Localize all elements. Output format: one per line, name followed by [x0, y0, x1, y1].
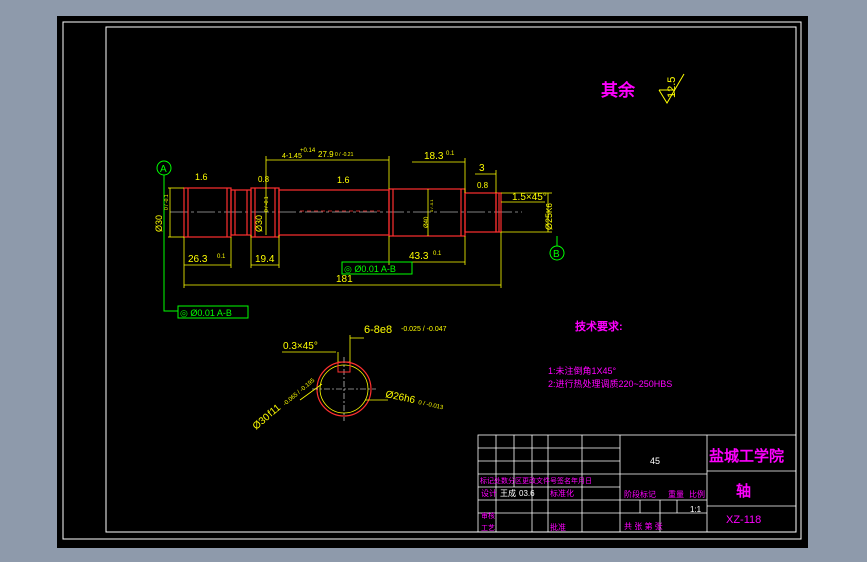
section-dia-inner: Ø26h6: [384, 389, 416, 406]
dim-right-b: 3: [479, 163, 485, 174]
tb-review: 审核: [481, 511, 495, 520]
tb-part-name: 轴: [736, 482, 751, 500]
section-keyway-tol: -0.025 / -0.047: [401, 326, 447, 333]
dim-chamfer-right: 1.5×45°: [512, 192, 547, 203]
title-block-grid: [477, 434, 797, 533]
dim-total: 181: [336, 274, 353, 285]
dim-top-small: 4-1.45: [282, 153, 302, 160]
geom-tol-left-leader: [163, 183, 178, 312]
geom-tol-left-frame: [177, 305, 249, 319]
geom-tol-left: ◎ Ø0.01 A-B: [180, 308, 232, 318]
tb-school: 盐城工学院: [709, 447, 784, 465]
dim-roughness-mid-b: 1.6: [337, 175, 350, 185]
tb-designer: 王成: [500, 488, 516, 498]
requirements-line2: 2:进行热处理调质220~250HBS: [548, 378, 672, 389]
tb-scale-label: 比例: [689, 489, 705, 499]
dim-b-len: 19.4: [255, 254, 275, 265]
tb-date: 03.6: [519, 489, 535, 498]
dim-left-len: 26.3: [188, 254, 208, 265]
geom-tol-center-frame: [341, 261, 413, 275]
dim-c-len-tol: 0.1: [433, 251, 442, 257]
section-view: [312, 357, 376, 421]
dim-right-a-tol: 0.1: [446, 151, 455, 157]
tb-sheets: 共 张 第 张: [624, 521, 663, 531]
tb-material: 45: [650, 456, 660, 466]
dim-dia-right: Ø25: [544, 213, 554, 230]
tb-process: 工艺: [481, 524, 495, 532]
dim-right-a: 18.3: [424, 151, 444, 162]
section-chamfer: 0.3×45°: [283, 341, 318, 352]
section-keyway: 6-8e8: [364, 324, 392, 336]
tb-standardize: 标准化: [550, 488, 574, 498]
shaft-outline: [183, 187, 502, 238]
roughness-symbol-icon: [658, 73, 685, 104]
section-leaders: [282, 335, 388, 401]
dim-roughness-mid-a: 0.8: [258, 175, 270, 184]
roughness-remaining-label: 其余: [601, 80, 636, 100]
dim-dia-left-tol: 0 / -0.1: [164, 194, 170, 210]
drawing-frame: [105, 26, 797, 533]
dim-roughness-right: 0.8: [477, 181, 489, 190]
dim-dia-right-tol: K6: [545, 203, 554, 213]
dimension-lines: [168, 156, 552, 288]
datum-a-label: A: [160, 164, 167, 175]
dim-top-tol: +0.14: [300, 148, 316, 154]
tb-approve: 批准: [550, 522, 566, 532]
dim-c-len: 43.3: [409, 251, 429, 262]
sheet-border: [62, 21, 802, 540]
dim-dia-mid: Ø30: [254, 215, 264, 232]
drawing-viewport: [57, 16, 808, 548]
geom-tol-center: ◎ Ø0.01 A-B: [344, 264, 396, 274]
roughness-remaining-value: 12.5: [666, 77, 678, 98]
tb-stage-mark: 阶段标记: [624, 489, 656, 499]
tb-drawing-no: XZ-118: [726, 514, 761, 526]
tb-design: 设计: [481, 488, 497, 498]
section-dia-outer-tol: -0.065 / -0.195: [282, 377, 316, 407]
dim-top-tol2: 0 / -0.21: [335, 152, 354, 158]
dim-left-len-tol: 0.1: [217, 254, 226, 260]
section-dia-inner-tol: 0 / -0.013: [418, 400, 445, 411]
dim-dia-left: Ø30: [154, 215, 164, 232]
dim-roughness-left: 1.6: [195, 172, 208, 182]
dim-dia-inner-tol: 0 / -0.1: [429, 199, 434, 212]
dim-dia-mid-tol: 0 / -0.1: [264, 196, 270, 212]
dim-dia-inner: Ø40: [424, 216, 430, 228]
requirements-line1: 1:未注倒角1X45°: [548, 365, 617, 376]
datum-b-label: B: [553, 249, 560, 260]
dim-top: 27.9: [318, 150, 334, 159]
tb-row-marks: 标记处数分区更改文件号签名年月日: [480, 476, 592, 485]
tb-scale: 1:1: [690, 505, 702, 514]
tb-weight: 重量: [668, 489, 684, 499]
requirements-title: 技术要求:: [575, 319, 623, 333]
